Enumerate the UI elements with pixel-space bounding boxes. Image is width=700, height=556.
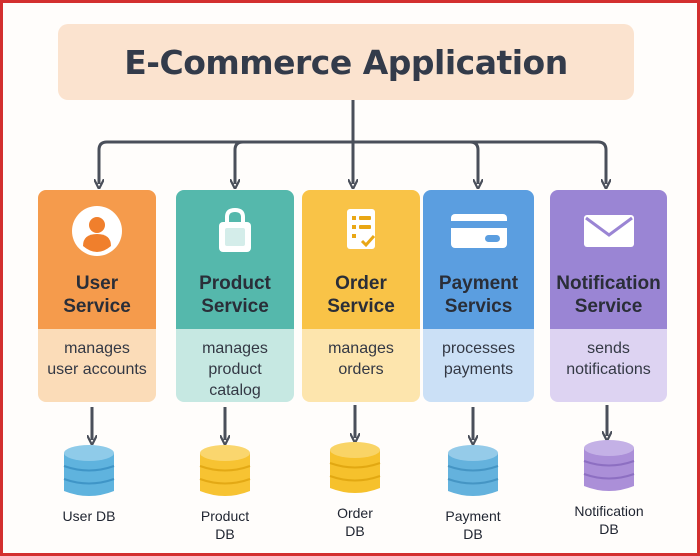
user-db-label: User DB xyxy=(62,508,116,524)
user-service-body: manages user accounts xyxy=(38,329,156,402)
user-service-title: User Service xyxy=(63,273,131,317)
order-db: Order DB xyxy=(305,440,405,540)
product-service-header: Product Service xyxy=(176,190,294,329)
payment-service-card: Payment Servics processes payments xyxy=(423,190,534,402)
product-service-card: Product Service manages product catalog xyxy=(176,190,294,402)
arrow-to-product-service xyxy=(233,140,244,184)
arrow-to-payment-service xyxy=(469,140,480,184)
user-service-description: manages user accounts xyxy=(47,340,147,378)
order-service-body: manages orders xyxy=(302,329,420,402)
payment-db: Payment DB xyxy=(423,443,523,543)
envelope-icon xyxy=(550,204,667,258)
notification-db-label: Notification DB xyxy=(574,503,644,537)
product-db-label: Product DB xyxy=(200,508,250,542)
notification-db: Notification DB xyxy=(559,438,659,538)
application-title: E-Commerce Application xyxy=(124,42,568,82)
payment-service-description: processes payments xyxy=(442,340,515,378)
order-db-label: Order DB xyxy=(337,505,373,539)
payment-db-label: Payment DB xyxy=(445,508,501,542)
product-service-body: manages product catalog xyxy=(176,329,294,402)
database-icon xyxy=(199,445,251,496)
product-db: Product DB xyxy=(175,443,275,543)
application-box: E-Commerce Application xyxy=(58,24,634,100)
user-service-header: User Service xyxy=(38,190,156,329)
notification-service-body: sends notifications xyxy=(550,329,667,402)
payment-service-body: processes payments xyxy=(423,329,534,402)
order-service-description: manages orders xyxy=(328,340,394,378)
product-service-title: Product Service xyxy=(199,273,271,317)
user-service-card: User Service manages user accounts xyxy=(38,190,156,402)
database-icon xyxy=(447,445,499,496)
notification-service-card: Notification Service sends notifications xyxy=(550,190,667,402)
order-service-card: Order Service manages orders xyxy=(302,190,420,402)
shopping-bag-icon xyxy=(176,204,294,258)
database-icon xyxy=(329,442,381,493)
order-list-icon xyxy=(302,204,420,258)
notification-service-header: Notification Service xyxy=(550,190,667,329)
order-service-title: Order Service xyxy=(327,273,395,317)
user-icon xyxy=(38,204,156,258)
user-db: User DB xyxy=(39,443,139,525)
payment-service-header: Payment Servics xyxy=(423,190,534,329)
payment-service-title: Payment Servics xyxy=(438,273,519,317)
product-service-description: manages product catalog xyxy=(202,340,268,399)
database-icon xyxy=(63,445,115,496)
credit-card-icon xyxy=(423,204,534,258)
notification-service-title: Notification Service xyxy=(556,273,661,317)
order-service-header: Order Service xyxy=(302,190,420,329)
database-icon xyxy=(583,440,635,491)
notification-service-description: sends notifications xyxy=(566,340,651,378)
